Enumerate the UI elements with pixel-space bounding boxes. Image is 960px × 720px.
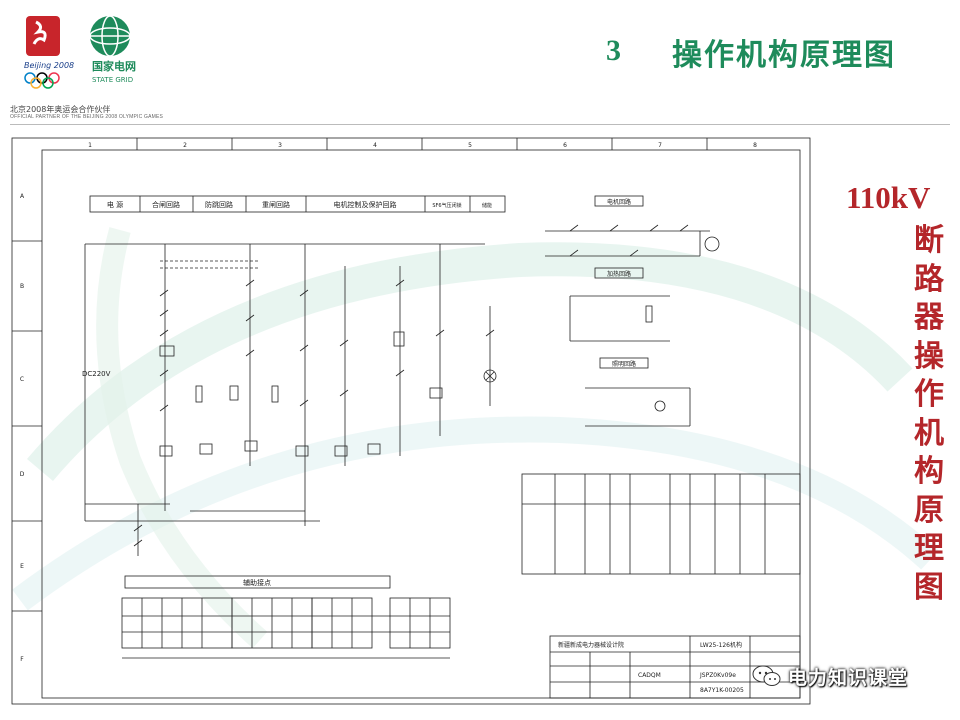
olympic-rings-icon [24, 72, 60, 89]
title-block-drawing-no: JSPZ0Kv09e [699, 672, 736, 679]
motor-circuit-title: 电机回路 [607, 198, 631, 206]
wechat-icon [752, 665, 781, 686]
side-title-zh: 断 路 器 操 作 机 构 原 理 图 [908, 222, 950, 607]
side-title-en: 110kV [846, 180, 931, 215]
title-block-model: LW25-126机构 [700, 641, 742, 649]
slide-number: 3 [606, 34, 621, 67]
header-divider [10, 124, 950, 125]
row-label: B [20, 283, 24, 290]
column-label: 6 [563, 142, 567, 149]
column-label: 1 [88, 142, 92, 149]
column-label: 3 [278, 142, 282, 149]
section-header: SF6气压闭锁 [432, 202, 461, 209]
column-label: 2 [183, 142, 187, 149]
drawing-frame [11, 137, 811, 705]
logo-sgcc-cn: 国家电网 [92, 59, 136, 73]
section-header: 电机控制及保护回路 [334, 200, 397, 209]
olympic-sgcc-logo: Beijing 2008 国家电网 STATE GRID [10, 8, 152, 104]
side-title-char: 器 [914, 300, 944, 335]
column-label: 7 [658, 142, 662, 149]
heating-circuit-title: 加热回路 [607, 270, 631, 278]
section-header: 电 源 [107, 200, 123, 209]
section-header: 重闸回路 [262, 200, 290, 209]
side-title-char: 原 [914, 492, 944, 528]
aux-contacts-title: 辅助接点 [243, 578, 271, 587]
section-header: 储能 [482, 202, 492, 209]
logo-caption: 北京2008年奥运会合作伙伴 [10, 105, 111, 114]
logo-area: Beijing 2008 国家电网 STATE GRID [10, 8, 152, 118]
row-label: C [20, 376, 24, 383]
side-title-char: 操 [914, 338, 944, 374]
title-block-code: 8A7Y1K-00205 [700, 687, 744, 694]
side-title-char: 路 [914, 261, 944, 297]
title-block-company: 新疆新成电力器械设计院 [558, 641, 624, 649]
side-title-char: 理 [914, 531, 944, 566]
watermark-text: 电力知识课堂 [788, 666, 909, 689]
section-header: 防跳回路 [205, 200, 233, 209]
side-title-char: 作 [914, 377, 944, 412]
logo-caption-en: OFFICIAL PARTNER OF THE BEIJING 2008 OLY… [10, 114, 164, 120]
drawing-inner-frame [41, 149, 801, 699]
row-label: E [20, 563, 24, 570]
column-label: 8 [753, 142, 757, 149]
watermark: 电力知识课堂 [752, 658, 908, 694]
logo-beijing-text: Beijing 2008 [24, 61, 74, 70]
section-header: 合闸回路 [152, 200, 180, 209]
logo-sgcc-en: STATE GRID [92, 76, 133, 84]
row-label: F [20, 656, 24, 663]
row-label: D [20, 471, 25, 478]
side-title-char: 机 [914, 415, 944, 451]
lighting-circuit-title: 照明回路 [612, 360, 636, 368]
side-title-char: 断 [914, 223, 944, 258]
side-title-char: 图 [914, 569, 944, 605]
slide-title: 操作机构原理图 [672, 38, 896, 73]
column-label: 5 [468, 142, 472, 149]
beijing-emblem-icon [26, 16, 60, 56]
side-title-char: 构 [914, 454, 944, 489]
voltage-label: DC220V [82, 370, 111, 378]
title-block-cad: CADQM [638, 672, 661, 679]
row-label: A [20, 193, 25, 200]
circuit-schematic: 1 2 3 4 5 6 7 8 A B C D E F 电 源 合闸回路 防跳回… [11, 137, 811, 705]
column-label: 4 [373, 142, 377, 149]
